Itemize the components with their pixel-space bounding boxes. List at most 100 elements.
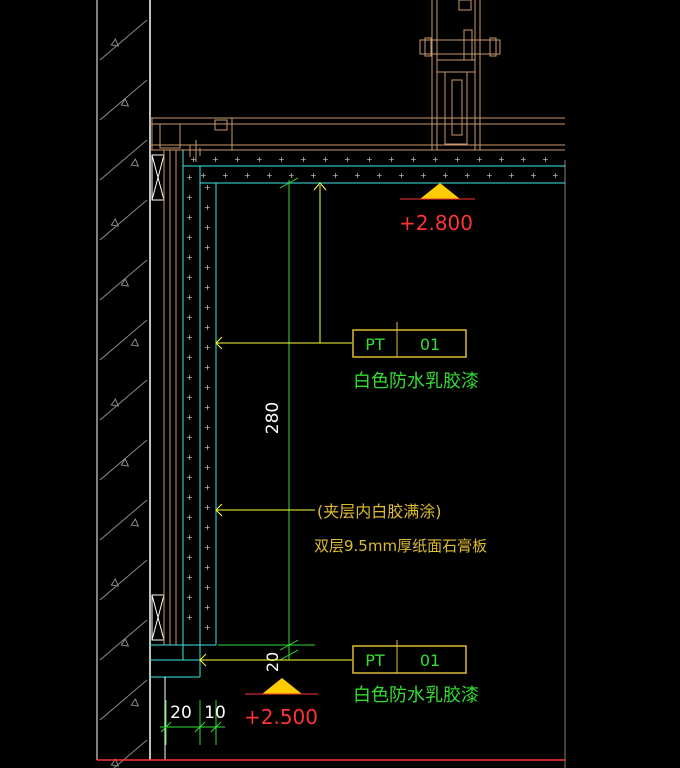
svg-text:+: + — [204, 183, 211, 192]
svg-text:+: + — [186, 213, 193, 222]
svg-text:+: + — [204, 203, 211, 212]
svg-text:+: + — [204, 443, 211, 452]
tag-1-number: 01 — [420, 335, 440, 354]
svg-text:+: + — [200, 171, 207, 180]
svg-text:+: + — [222, 171, 229, 180]
svg-text:+: + — [186, 493, 193, 502]
note-line-1: (夹层内白胶满涂) — [317, 502, 442, 521]
svg-text:+: + — [410, 155, 417, 164]
svg-text:+: + — [354, 171, 361, 180]
svg-text:+: + — [344, 155, 351, 164]
svg-text:+: + — [204, 603, 211, 612]
ceiling-board — [183, 165, 565, 184]
svg-text:+: + — [204, 563, 211, 572]
svg-text:+: + — [234, 155, 241, 164]
svg-text:+: + — [186, 333, 193, 342]
svg-text:+: + — [204, 303, 211, 312]
svg-text:+: + — [204, 543, 211, 552]
svg-text:+: + — [204, 323, 211, 332]
svg-text:+: + — [186, 393, 193, 402]
svg-text:+: + — [204, 343, 211, 352]
svg-text:+: + — [288, 171, 295, 180]
elevation-marker-bottom — [245, 678, 318, 695]
svg-text:+: + — [186, 293, 193, 302]
svg-text:+: + — [186, 353, 193, 362]
svg-text:+: + — [186, 433, 193, 442]
svg-text:+: + — [332, 171, 339, 180]
svg-text:+: + — [376, 171, 383, 180]
svg-text:+: + — [266, 171, 273, 180]
dimension-20-horizontal-label: 20 — [170, 703, 192, 723]
dimension-20-vertical-label: 20 — [263, 652, 282, 672]
svg-text:+: + — [186, 413, 193, 422]
dimension-horizontal — [160, 700, 225, 745]
svg-text:+: + — [476, 155, 483, 164]
svg-text:+: + — [186, 193, 193, 202]
elevation-bottom-label: +2.500 — [244, 705, 318, 729]
svg-text:+: + — [204, 503, 211, 512]
tag-1-code: PT — [365, 335, 385, 354]
svg-text:+: + — [454, 155, 461, 164]
svg-text:+: + — [204, 623, 211, 632]
elevation-top-label: +2.800 — [399, 211, 473, 235]
svg-text:+: + — [186, 613, 193, 622]
tag-2-number: 01 — [420, 651, 440, 670]
svg-text:+: + — [310, 171, 317, 180]
svg-text:+: + — [186, 313, 193, 322]
svg-text:+: + — [530, 171, 537, 180]
svg-text:+: + — [212, 155, 219, 164]
svg-text:+: + — [186, 233, 193, 242]
svg-text:+: + — [186, 173, 193, 182]
svg-text:+: + — [300, 155, 307, 164]
svg-text:+: + — [204, 403, 211, 412]
svg-text:+: + — [186, 553, 193, 562]
svg-text:+: + — [186, 453, 193, 462]
svg-text:+: + — [204, 423, 211, 432]
svg-text:+: + — [442, 171, 449, 180]
svg-text:+: + — [204, 483, 211, 492]
svg-text:+: + — [520, 155, 527, 164]
svg-text:+: + — [190, 155, 197, 164]
svg-text:+: + — [420, 171, 427, 180]
svg-text:+: + — [186, 573, 193, 582]
tag-1-description: 白色防水乳胶漆 — [353, 371, 479, 392]
wall-lining — [150, 150, 217, 760]
material-tag-2: PT 01 白色防水乳胶漆 — [352, 640, 479, 706]
svg-text:+: + — [498, 155, 505, 164]
svg-text:+: + — [204, 223, 211, 232]
svg-text:+: + — [204, 263, 211, 272]
note-line-2: 双层9.5mm厚纸面石膏板 — [314, 537, 487, 555]
svg-text:+: + — [186, 473, 193, 482]
svg-text:+: + — [366, 155, 373, 164]
svg-text:+: + — [464, 171, 471, 180]
svg-text:+: + — [508, 171, 515, 180]
svg-text:+: + — [186, 513, 193, 522]
svg-text:+: + — [278, 155, 285, 164]
svg-text:+: + — [186, 253, 193, 262]
svg-text:+: + — [388, 155, 395, 164]
svg-text:+: + — [322, 155, 329, 164]
svg-text:+: + — [204, 363, 211, 372]
svg-text:+: + — [486, 171, 493, 180]
wall-section — [96, 0, 151, 768]
svg-text:+: + — [204, 523, 211, 532]
dimension-280-label: 280 — [263, 402, 283, 434]
svg-text:+: + — [256, 155, 263, 164]
svg-text:+: + — [204, 283, 211, 292]
svg-text:+: + — [186, 533, 193, 542]
svg-text:+: + — [204, 243, 211, 252]
svg-text:+: + — [552, 171, 559, 180]
svg-text:+: + — [204, 463, 211, 472]
svg-text:+: + — [432, 155, 439, 164]
tag-2-code: PT — [365, 651, 385, 670]
svg-text:+: + — [542, 155, 549, 164]
leader-lines — [199, 182, 352, 667]
svg-text:+: + — [204, 583, 211, 592]
svg-text:+: + — [186, 373, 193, 382]
svg-text:+: + — [186, 593, 193, 602]
elevation-marker-top — [400, 183, 475, 200]
svg-text:+: + — [204, 383, 211, 392]
dimension-10-horizontal-label: 10 — [204, 703, 226, 723]
svg-text:+: + — [398, 171, 405, 180]
